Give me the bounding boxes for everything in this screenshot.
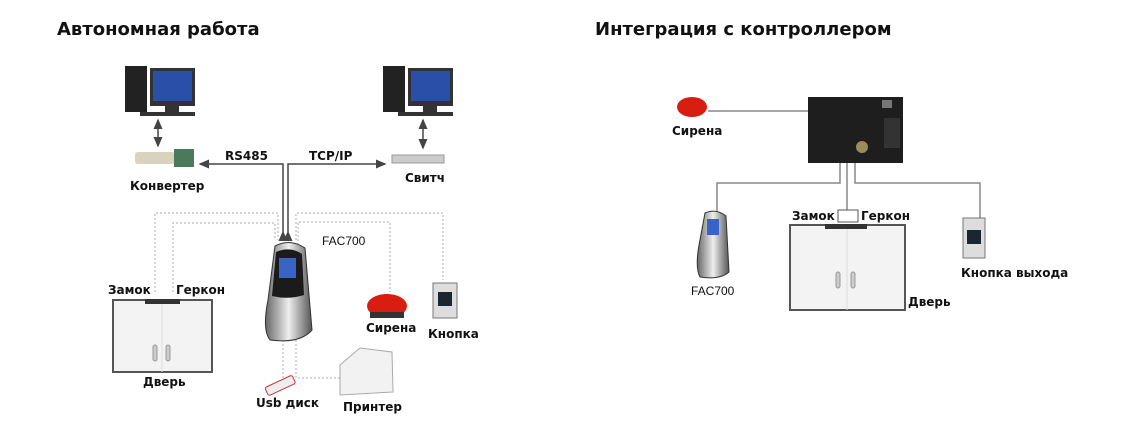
fac700-device-icon: [264, 242, 313, 342]
wiring: [716, 163, 981, 218]
controller-board-icon: [808, 97, 903, 163]
label-converter: Конвертер: [130, 179, 205, 193]
label-lock: Замок: [108, 283, 151, 297]
label-door: Дверь: [908, 295, 951, 309]
printer-icon: [339, 347, 394, 396]
label-exit-button: Кнопка выхода: [961, 266, 1069, 280]
title-standalone: Автономная работа: [57, 19, 260, 40]
converter-icon: [135, 149, 194, 167]
switch-icon: [391, 154, 445, 164]
exit-button-icon: [962, 217, 986, 259]
label-reed: Геркон: [861, 209, 911, 223]
label-lock: Замок: [792, 209, 835, 223]
label-siren: Сирена: [672, 124, 723, 138]
door-icon: [112, 299, 213, 373]
label-door: Дверь: [143, 375, 186, 389]
door-icon: [789, 209, 906, 311]
fac700-device-icon: [696, 210, 730, 279]
label-fac700: FAC700: [691, 284, 735, 298]
siren-icon: [367, 294, 407, 318]
label-button: Кнопка: [428, 327, 479, 341]
exit-button-icon: [432, 282, 458, 319]
label-reed: Геркон: [176, 283, 226, 297]
usb-drive-icon: [264, 375, 296, 396]
computer-icon: [383, 66, 453, 116]
label-siren: Сирена: [366, 321, 417, 335]
siren-icon: [677, 97, 707, 117]
label-rs485: RS485: [225, 149, 268, 163]
wiring-dotted: [154, 212, 444, 379]
label-switch: Свитч: [405, 171, 446, 185]
label-usb: Usb диск: [256, 396, 320, 410]
label-fac700: FAC700: [322, 234, 366, 248]
title-controller-integration: Интеграция с контроллером: [595, 19, 892, 40]
label-tcpip: TCP/IP: [309, 149, 353, 163]
computer-icon: [125, 66, 195, 116]
label-printer: Принтер: [343, 400, 403, 414]
